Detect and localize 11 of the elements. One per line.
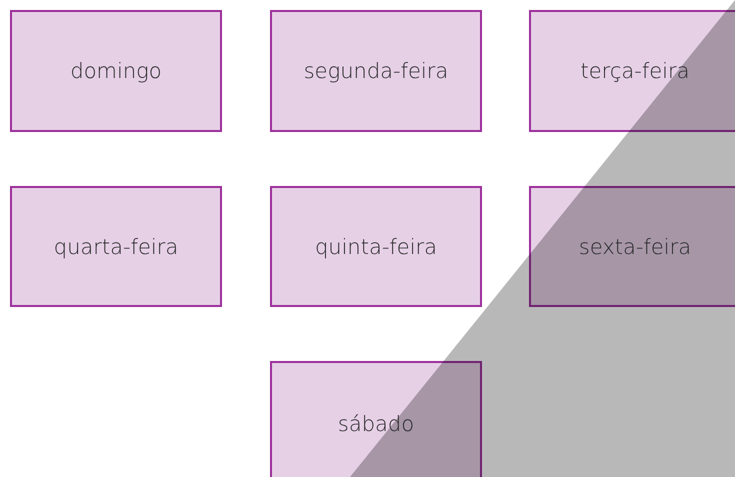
day-label: quarta-feira [54,234,178,258]
day-label: terça-feira [580,59,690,83]
day-label: quinta-feira [314,234,438,258]
day-label: sexta-feira [578,234,692,258]
day-label: domingo [70,59,162,83]
day-label: segunda-feira [304,59,448,83]
day-box [270,186,482,307]
day-box [10,10,222,132]
day-label: sábado [338,412,414,436]
day-box [270,10,482,132]
day-box [10,186,222,307]
